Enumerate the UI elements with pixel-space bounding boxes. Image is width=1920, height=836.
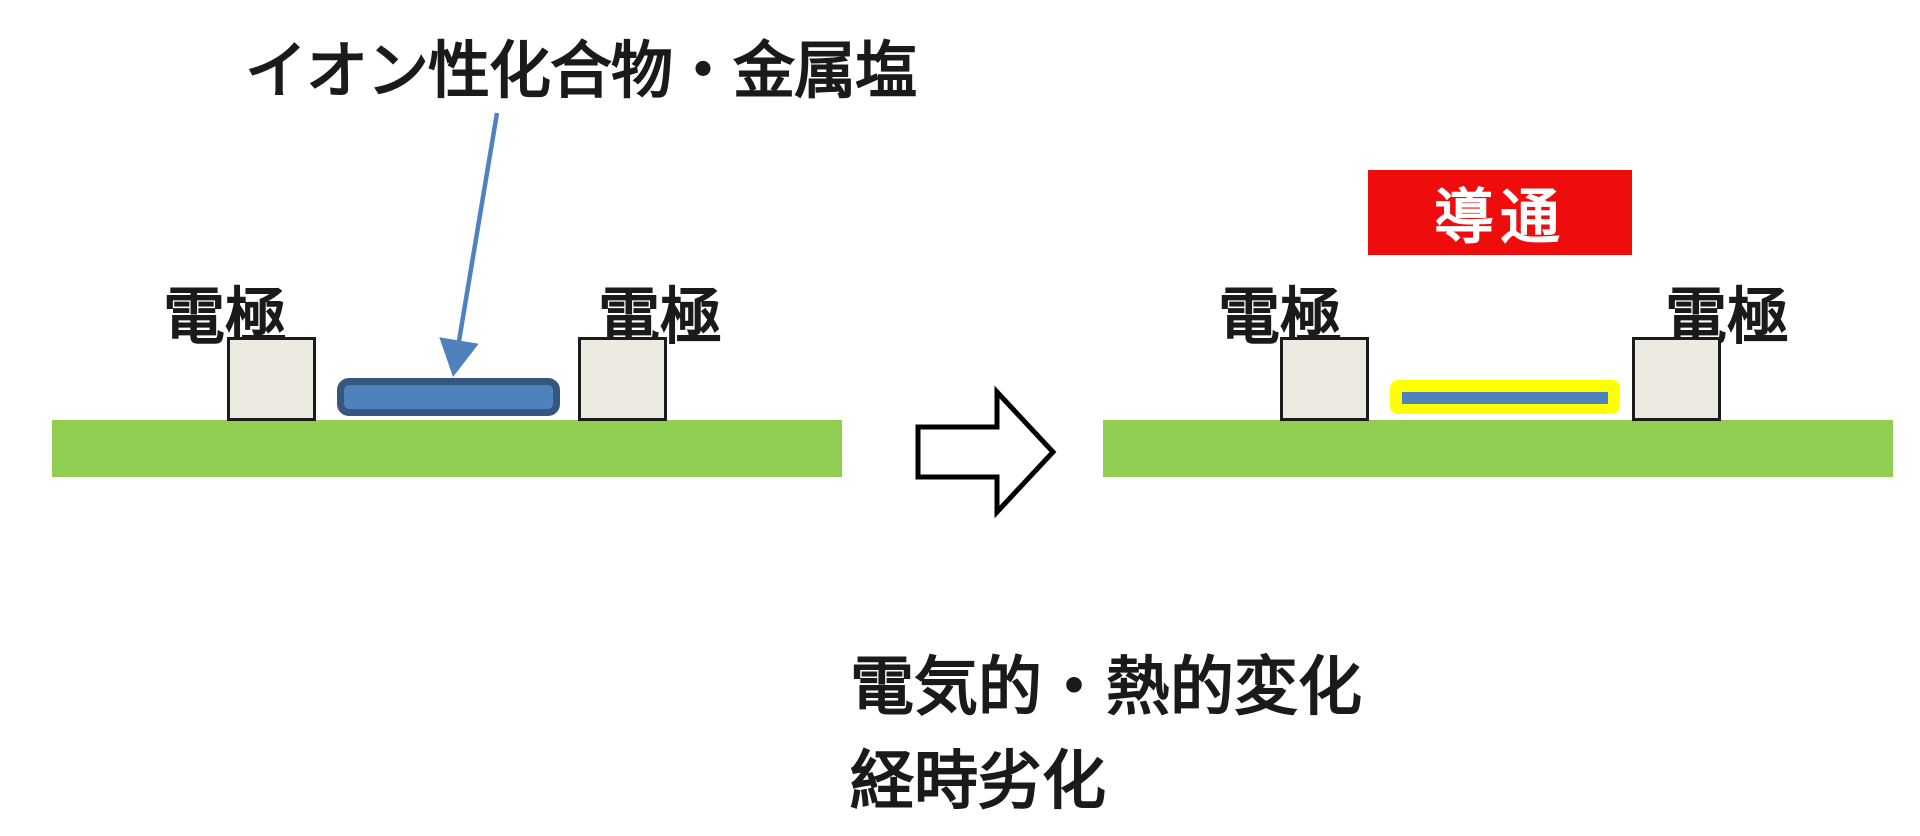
caption-line-1: 電気的・熱的変化 <box>850 651 1362 723</box>
electrode-left-2 <box>578 337 667 421</box>
migrated-compound-stripe <box>1402 392 1608 404</box>
caption: 電気的・熱的変化 経時劣化 <box>850 640 1362 828</box>
transition-right-block-arrow-icon <box>915 385 1057 519</box>
conduction-badge: 導通 <box>1368 170 1632 255</box>
electrode-right-1 <box>1280 337 1369 421</box>
caption-line-2: 経時劣化 <box>850 745 1106 817</box>
yellow-conductive-path <box>1390 380 1620 414</box>
annotation-down-arrow-icon <box>439 112 500 377</box>
substrate-right <box>1103 420 1893 477</box>
electrode-left-1 <box>227 337 316 421</box>
title-label: イオン性化合物・金属塩 <box>245 37 917 106</box>
ionic-compound-bar <box>337 378 560 416</box>
substrate-left <box>52 420 842 477</box>
electrode-right-2 <box>1632 337 1721 421</box>
